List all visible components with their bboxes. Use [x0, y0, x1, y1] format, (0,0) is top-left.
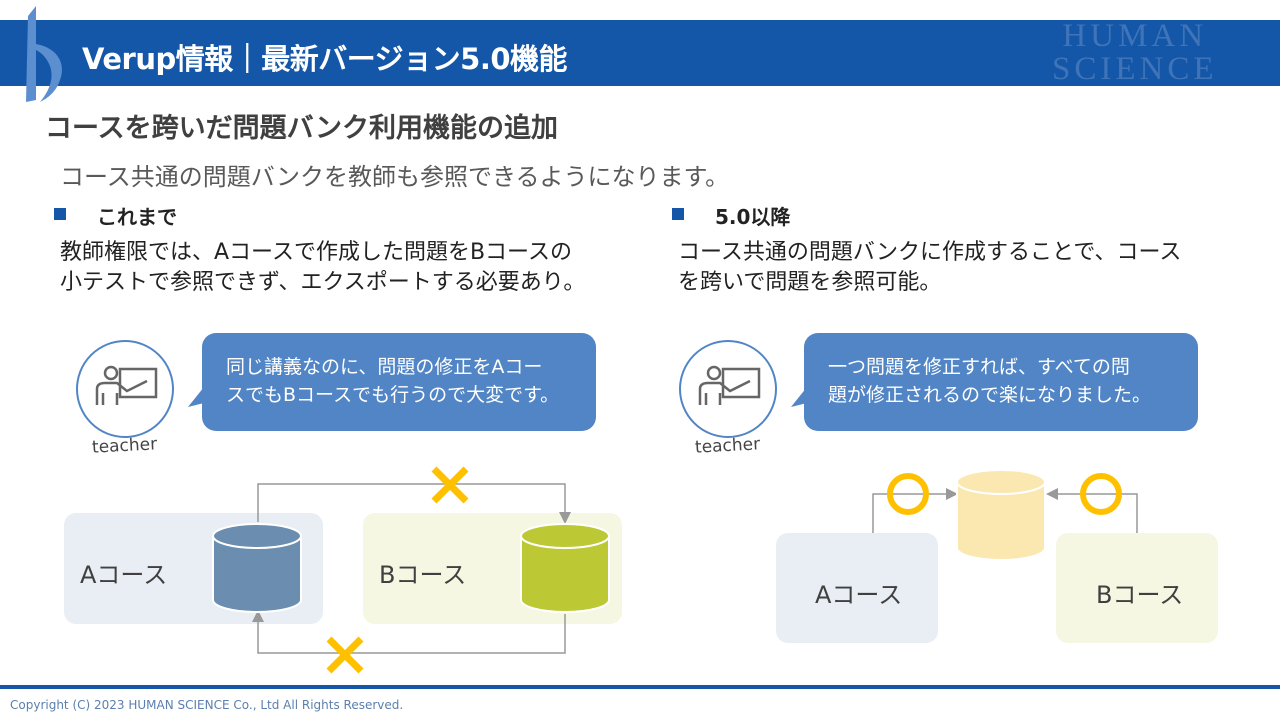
circle-ok-icon	[1080, 473, 1122, 515]
before-diagram	[64, 466, 622, 674]
speech-tail	[188, 387, 204, 407]
course-a-label: Aコース	[80, 561, 168, 589]
before-line-2: 小テストで参照できず、エクスポートする必要あり。	[60, 270, 586, 295]
brand-line-2: SCIENCE	[1052, 51, 1218, 87]
teacher-label: teacher	[694, 434, 761, 458]
brand-logo: HUMAN SCIENCE	[1052, 20, 1218, 86]
after-line-1: コース共通の問題バンクに作成することで、コース	[678, 240, 1182, 265]
speech-line-2: 題が修正されるので楽になりました。	[828, 384, 1152, 406]
before-speech-bubble: 同じ講義なのに、問題の修正をAコー スでもBコースでも行うので大変です。	[202, 333, 596, 431]
cross-icon	[431, 466, 469, 504]
bullet-icon	[54, 208, 66, 220]
teacher-icon	[76, 340, 174, 438]
circle-ok-icon	[887, 473, 929, 515]
brand-line-1: HUMAN	[1062, 18, 1208, 54]
database-icon	[520, 523, 610, 613]
copyright: Copyright (C) 2023 HUMAN SCIENCE Co., Lt…	[10, 698, 404, 712]
cross-icon	[326, 636, 364, 674]
teacher-label: teacher	[91, 434, 158, 458]
section-heading: コースを跨いだ問題バンク利用機能の追加	[45, 113, 558, 144]
speech-line-1: 同じ講義なのに、問題の修正をAコー	[226, 356, 543, 378]
course-a-box	[776, 533, 938, 643]
database-icon	[956, 469, 1046, 561]
speech-line-1: 一つ問題を修正すれば、すべての問	[828, 356, 1130, 378]
course-b-label: Bコース	[379, 561, 467, 589]
speech-tail	[791, 387, 807, 407]
after-label: 5.0以降	[715, 205, 791, 229]
speech-line-2: スでもBコースでも行うので大変です。	[226, 384, 560, 406]
logo-icon	[26, 6, 62, 102]
page-title: Verup情報｜最新バージョン5.0機能	[82, 42, 568, 76]
after-line-2: を跨いで問題を参照可能。	[678, 270, 942, 295]
course-a-label: Aコース	[815, 581, 903, 609]
before-description: 教師権限では、Aコースで作成した問題をBコースの 小テストで参照できず、エクスポ…	[60, 238, 585, 298]
footer-divider	[0, 685, 1280, 689]
database-icon	[212, 523, 302, 613]
course-b-box	[1056, 533, 1218, 643]
after-diagram	[776, 469, 1218, 643]
teacher-icon	[679, 340, 777, 438]
after-speech-bubble: 一つ問題を修正すれば、すべての問 題が修正されるので楽になりました。	[804, 333, 1198, 431]
before-label: これまで	[97, 205, 177, 229]
after-description: コース共通の問題バンクに作成することで、コース を跨いで問題を参照可能。	[678, 238, 1181, 298]
course-b-label: Bコース	[1096, 581, 1184, 609]
before-line-1: 教師権限では、Aコースで作成した問題をBコースの	[60, 240, 572, 265]
section-subtitle: コース共通の問題バンクを教師も参照できるようになります。	[60, 163, 730, 191]
header-bar	[0, 20, 1280, 86]
bullet-icon	[672, 208, 684, 220]
